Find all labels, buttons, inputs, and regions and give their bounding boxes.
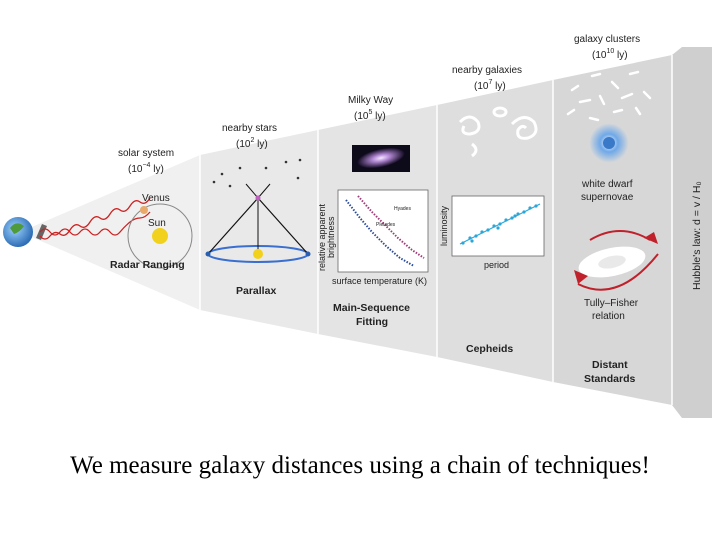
luminosity-label: luminosity [439, 205, 449, 246]
hyades-label: Hyades [394, 206, 411, 212]
nearby-stars-label: nearby stars [222, 123, 277, 134]
tully-fisher-icon [574, 230, 659, 291]
white-dwarf-label-1: white dwarf [581, 179, 633, 190]
band-galaxy-clusters [553, 55, 672, 405]
nearby-galaxies-label: nearby galaxies [452, 65, 522, 76]
galaxy-cluster-icons [566, 70, 652, 122]
band-nearby-stars [200, 130, 318, 334]
venus-icon [140, 206, 148, 214]
galaxy-clusters-label: galaxy clusters [574, 34, 640, 45]
sun-icon [152, 228, 168, 244]
cepheid-plot [451, 195, 545, 257]
parallax-diagram [205, 158, 311, 263]
milky-way-scale: (105 ly) [354, 109, 386, 122]
solar-system-scale: (10−4 ly) [128, 162, 164, 175]
solar-system-label: solar system [118, 148, 174, 159]
hubble-wall [672, 47, 712, 418]
nearby-galaxies-scale: (107 ly) [474, 79, 506, 92]
period-label: period [484, 260, 509, 270]
ms-ylabel-1: relative apparent [317, 203, 327, 271]
radar-ranging-label: Radar Ranging [110, 259, 185, 271]
star-icon [255, 195, 261, 201]
white-dwarf-label-2: supernovae [581, 192, 634, 203]
main-sequence-label-2: Fitting [356, 316, 388, 328]
pleiades-label: Pleiades [376, 222, 396, 228]
nearby-stars-scale: (102 ly) [236, 137, 268, 150]
main-sequence-plot: Pleiades Hyades [337, 189, 429, 273]
venus-label: Venus [142, 193, 170, 204]
distant-standards-label-2: Standards [584, 373, 636, 385]
tully-fisher-label-1: Tully–Fisher [584, 298, 639, 309]
tully-fisher-label-2: relation [592, 311, 625, 322]
milky-way-label: Milky Way [348, 95, 393, 106]
main-sequence-label-1: Main-Sequence [333, 302, 410, 314]
ms-ylabel-2: brightness [326, 216, 336, 258]
parallax-sun-icon [253, 249, 263, 259]
venus-orbit [127, 203, 193, 269]
cepheids-label: Cepheids [466, 343, 513, 355]
radar-dish-icon [36, 224, 47, 240]
distant-standards-label-1: Distant [592, 359, 628, 371]
sun-label: Sun [148, 218, 166, 229]
galaxy-clusters-scale: (1010 ly) [592, 48, 628, 61]
spiral-galaxy-icons [458, 106, 538, 158]
ms-xlabel: surface temperature (K) [332, 276, 427, 286]
parallax-label: Parallax [236, 285, 276, 297]
caption: We measure galaxy distances using a chai… [70, 452, 650, 479]
hubble-law-label: Hubble's law: d = v / H₀ [691, 181, 703, 290]
